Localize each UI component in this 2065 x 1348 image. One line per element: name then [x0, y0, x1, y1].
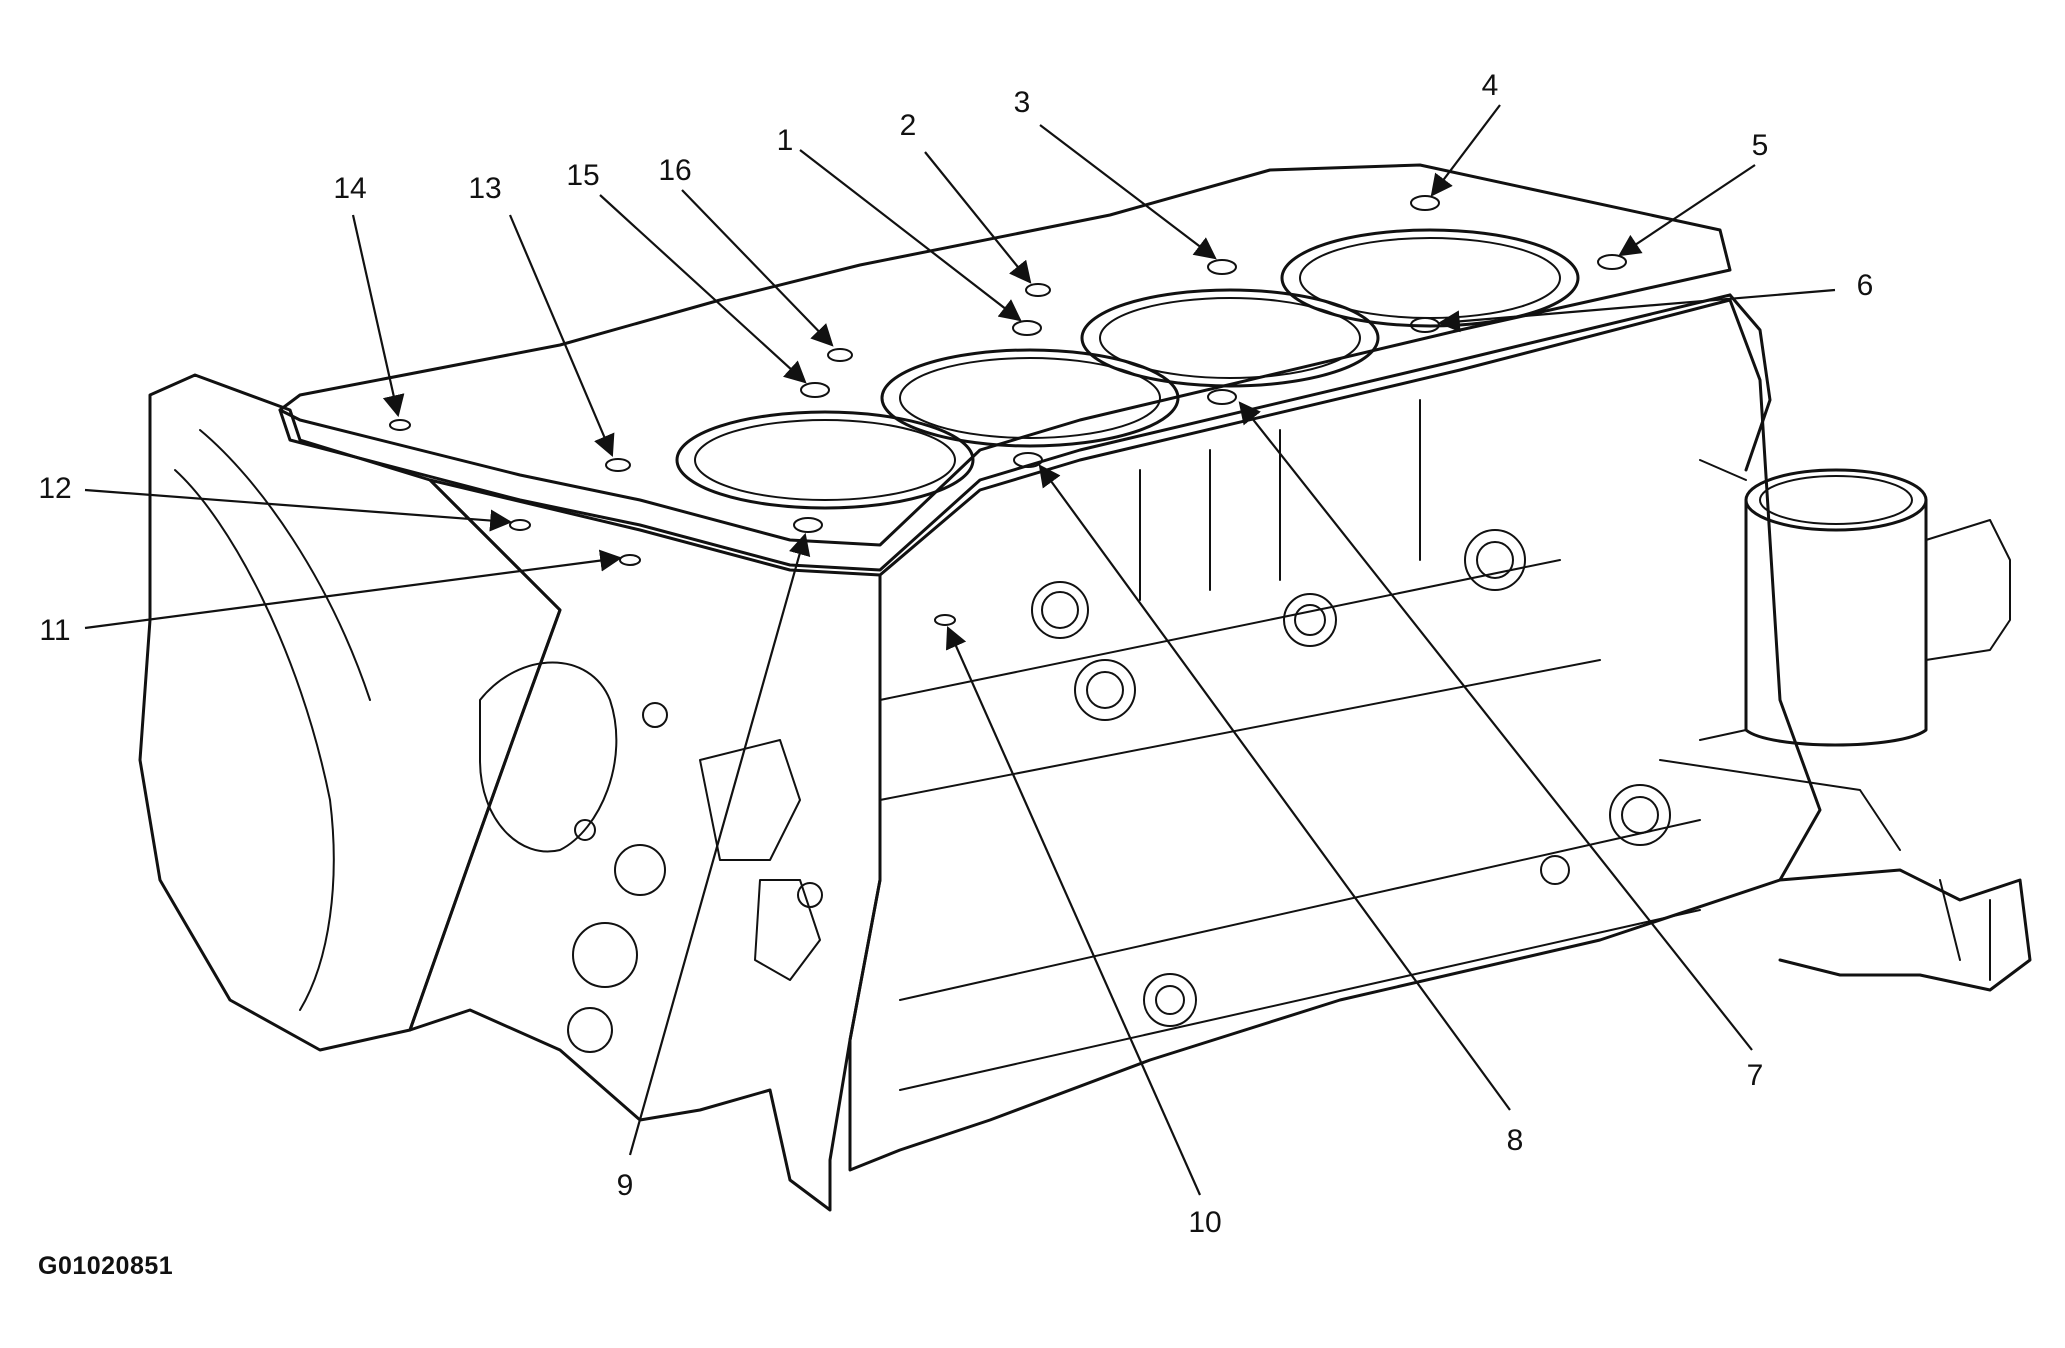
leader-7: [1238, 401, 1753, 1051]
callout-label-13: 13: [468, 172, 501, 205]
leader-5: [1618, 164, 1756, 257]
leader-15: [599, 194, 807, 384]
oil-filter-housing: [1699, 459, 2011, 747]
deck-edge: [278, 293, 1732, 572]
leader-10: [945, 625, 1202, 1196]
callout-label-6: 6: [1857, 269, 1874, 302]
leader-1: [799, 149, 1022, 322]
callout-label-1: 1: [777, 124, 794, 157]
callout-label-10: 10: [1188, 1206, 1221, 1239]
callout-label-8: 8: [1507, 1124, 1524, 1157]
callout-label-9: 9: [617, 1169, 634, 1202]
block-rear-end: [1728, 293, 2032, 992]
bell-housing: [138, 373, 562, 1052]
head-bolt-holes: [389, 195, 1627, 626]
callout-label-11: 11: [39, 614, 70, 647]
callout-label-5: 5: [1752, 129, 1769, 162]
leader-9: [628, 532, 811, 1156]
leader-14: [351, 214, 405, 418]
leader-3: [1039, 124, 1217, 260]
leader-13: [508, 214, 615, 458]
callout-leaders: [84, 104, 1836, 1196]
deck-surface: [278, 163, 1732, 547]
leader-12: [84, 488, 513, 532]
callout-label-16: 16: [658, 154, 691, 187]
engine-block-drawing: [138, 163, 2032, 1212]
cylinder-bores: [675, 228, 1580, 510]
figure-id: G01020851: [38, 1252, 174, 1280]
crankcase-side: [848, 298, 1822, 1172]
leader-4: [1430, 104, 1501, 197]
leader-6: [1437, 288, 1836, 333]
leader-11: [84, 549, 623, 630]
leader-2: [924, 151, 1032, 284]
callout-label-3: 3: [1014, 86, 1031, 119]
callout-label-14: 14: [333, 172, 366, 205]
callout-label-15: 15: [566, 159, 599, 192]
callout-labels: 1 2 3 4 5 6 7 8 9 10 11 12 13 14 15 16: [38, 69, 1873, 1239]
leader-16: [681, 189, 834, 347]
callout-label-2: 2: [900, 109, 917, 142]
callout-label-7: 7: [1747, 1059, 1764, 1092]
leader-8: [1038, 464, 1511, 1111]
callout-label-4: 4: [1482, 69, 1499, 102]
callout-label-12: 12: [38, 472, 71, 505]
